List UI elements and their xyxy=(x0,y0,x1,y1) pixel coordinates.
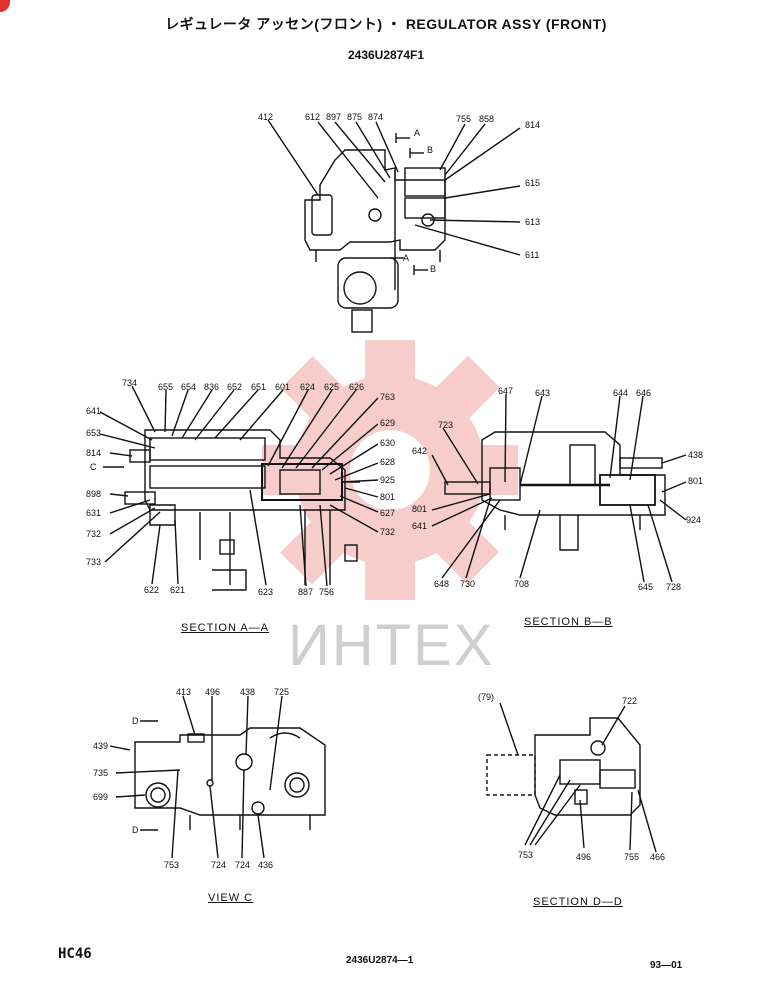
section-dd-drawing xyxy=(486,702,657,853)
part-label: 648 xyxy=(434,579,450,589)
part-label: 753 xyxy=(518,850,534,860)
part-label: 655 xyxy=(158,382,174,392)
section-arrow: B xyxy=(427,145,434,155)
view-c-caption: VIEW C xyxy=(208,892,254,904)
part-label: 641 xyxy=(86,406,102,416)
part-label: 629 xyxy=(380,418,396,428)
part-label: 413 xyxy=(176,687,192,697)
watermark-text: ИНТЕХ xyxy=(288,613,495,678)
part-label: 496 xyxy=(205,687,221,697)
part-label: 496 xyxy=(576,852,592,862)
model-code: HC46 xyxy=(58,946,92,962)
part-label: 653 xyxy=(86,428,102,438)
part-label: 623 xyxy=(258,587,274,597)
part-label: (79) xyxy=(478,692,495,702)
part-label: 801 xyxy=(688,476,704,486)
part-label: 643 xyxy=(535,388,551,398)
part-label: 644 xyxy=(613,388,629,398)
part-label: 439 xyxy=(93,741,109,751)
section-aa-caption: SECTION A—A xyxy=(181,622,270,634)
section-dd-caption: SECTION D—D xyxy=(533,896,623,908)
part-label: 724 xyxy=(211,860,227,870)
part-label: 624 xyxy=(300,382,316,392)
page-number: 93—01 xyxy=(650,960,683,971)
part-label: 647 xyxy=(498,386,514,396)
part-label: 735 xyxy=(93,768,109,778)
part-label: 725 xyxy=(274,687,290,697)
part-number: 2436U2874—1 xyxy=(346,955,414,966)
part-label: 732 xyxy=(380,527,396,537)
part-label: 645 xyxy=(638,582,654,592)
part-label: 615 xyxy=(525,178,541,188)
part-label: 621 xyxy=(170,585,186,595)
part-label: 734 xyxy=(122,378,138,388)
part-label: 897 xyxy=(326,112,342,122)
part-label: 631 xyxy=(86,508,102,518)
part-label: 652 xyxy=(227,382,243,392)
top-view-drawing xyxy=(267,119,521,333)
part-label: 654 xyxy=(181,382,197,392)
part-label: 801 xyxy=(412,504,428,514)
part-label: 622 xyxy=(144,585,160,595)
part-label: 642 xyxy=(412,446,428,456)
drawing-code: 2436U2874F1 xyxy=(347,48,425,62)
section-bb-caption: SECTION B—B xyxy=(524,616,613,628)
part-label: 724 xyxy=(235,860,251,870)
part-label: 925 xyxy=(380,475,396,485)
page-title: レギュレータ アッセン(フロント) ・ REGULATOR ASSY (FRON… xyxy=(165,16,607,32)
part-label: 814 xyxy=(525,120,541,130)
view-c-drawing xyxy=(109,695,326,859)
section-arrow: A xyxy=(403,253,410,263)
part-label: 755 xyxy=(624,852,640,862)
part-label: 814 xyxy=(86,448,102,458)
part-label: 466 xyxy=(650,852,666,862)
part-label: 628 xyxy=(380,457,396,467)
section-arrow: A xyxy=(414,128,421,138)
part-label: 753 xyxy=(164,860,180,870)
section-arrow: D xyxy=(132,825,139,835)
part-label: 763 xyxy=(380,392,396,402)
part-label: 630 xyxy=(380,438,396,448)
part-label: 755 xyxy=(456,114,472,124)
section-arrow: B xyxy=(430,264,437,274)
part-label: 875 xyxy=(347,112,363,122)
part-label: 601 xyxy=(275,382,291,392)
corner-badge xyxy=(0,0,10,12)
part-label: 733 xyxy=(86,557,102,567)
part-label: 732 xyxy=(86,529,102,539)
part-label: 699 xyxy=(93,792,109,802)
part-label: 611 xyxy=(525,250,540,260)
part-label: 801 xyxy=(380,492,396,502)
part-label: 887 xyxy=(298,587,314,597)
part-label: 858 xyxy=(479,114,495,124)
part-label: 436 xyxy=(258,860,274,870)
part-label: 641 xyxy=(412,521,428,531)
section-aa-drawing xyxy=(99,385,379,591)
part-label: 722 xyxy=(622,696,638,706)
part-label: 708 xyxy=(514,579,530,589)
part-label: 412 xyxy=(258,112,274,122)
part-label: 756 xyxy=(319,587,335,597)
part-label: 728 xyxy=(666,582,682,592)
part-label: 723 xyxy=(438,420,454,430)
part-label: 627 xyxy=(380,508,396,518)
part-label: 874 xyxy=(368,112,384,122)
part-label: 613 xyxy=(525,217,541,227)
part-label: 646 xyxy=(636,388,652,398)
part-label: 836 xyxy=(204,382,220,392)
part-label: 625 xyxy=(324,382,340,392)
section-arrow: C xyxy=(90,462,97,472)
part-label: 438 xyxy=(688,450,704,460)
part-label: 898 xyxy=(86,489,102,499)
part-label: 651 xyxy=(251,382,267,392)
part-label: 924 xyxy=(686,515,702,525)
section-arrow: D xyxy=(132,716,139,726)
section-bb-drawing xyxy=(431,393,687,583)
part-label: 612 xyxy=(305,112,321,122)
part-label: 730 xyxy=(460,579,476,589)
part-label: 626 xyxy=(349,382,365,392)
part-label: 438 xyxy=(240,687,256,697)
watermark-gear xyxy=(262,340,518,600)
